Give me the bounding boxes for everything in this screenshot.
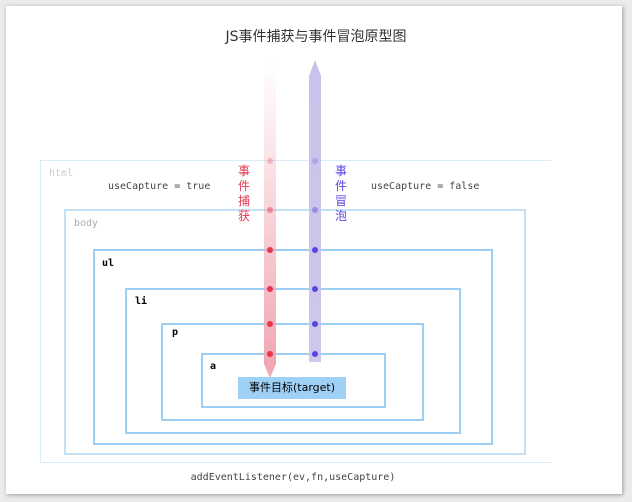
bubble-dot-a <box>312 351 318 357</box>
capture-dot-ul <box>267 247 273 253</box>
diagram-title: JS事件捕获与事件冒泡原型图 <box>225 29 407 45</box>
bubble-option-text: useCapture = false <box>371 181 480 192</box>
bubble-dot-li <box>312 286 318 292</box>
a-label: a <box>210 361 217 372</box>
capture-dot-html <box>267 158 273 164</box>
ul-label: ul <box>102 258 115 269</box>
html-box <box>40 160 551 463</box>
capture-dot-body <box>267 207 273 213</box>
bubble-dot-ul <box>312 247 318 253</box>
bubble-arrow <box>309 60 321 362</box>
capture-dots <box>267 158 273 357</box>
p-box <box>161 323 424 421</box>
html-label: html <box>49 168 74 179</box>
event-target: 事件目标(target) <box>238 377 346 399</box>
capture-dot-li <box>267 286 273 292</box>
capture-dot-p <box>267 321 273 327</box>
capture-dot-a <box>267 351 273 357</box>
bubble-dots <box>312 158 318 357</box>
capture-label: 事件捕获 <box>237 164 250 223</box>
bubble-label: 事件冒泡 <box>334 164 347 223</box>
footer-signature: addEventListener(ev,fn,useCapture) <box>190 472 396 483</box>
bubble-dot-p <box>312 321 318 327</box>
li-label: li <box>135 296 148 307</box>
a-box <box>201 353 386 408</box>
body-label: body <box>74 218 99 229</box>
capture-option-text: useCapture = true <box>108 181 211 192</box>
bubble-dot-body <box>312 207 318 213</box>
body-box <box>64 209 526 455</box>
capture-arrow <box>264 62 276 378</box>
p-label: p <box>172 327 179 338</box>
ul-box <box>93 249 493 445</box>
bubble-dot-html <box>312 158 318 164</box>
li-box <box>125 288 461 434</box>
